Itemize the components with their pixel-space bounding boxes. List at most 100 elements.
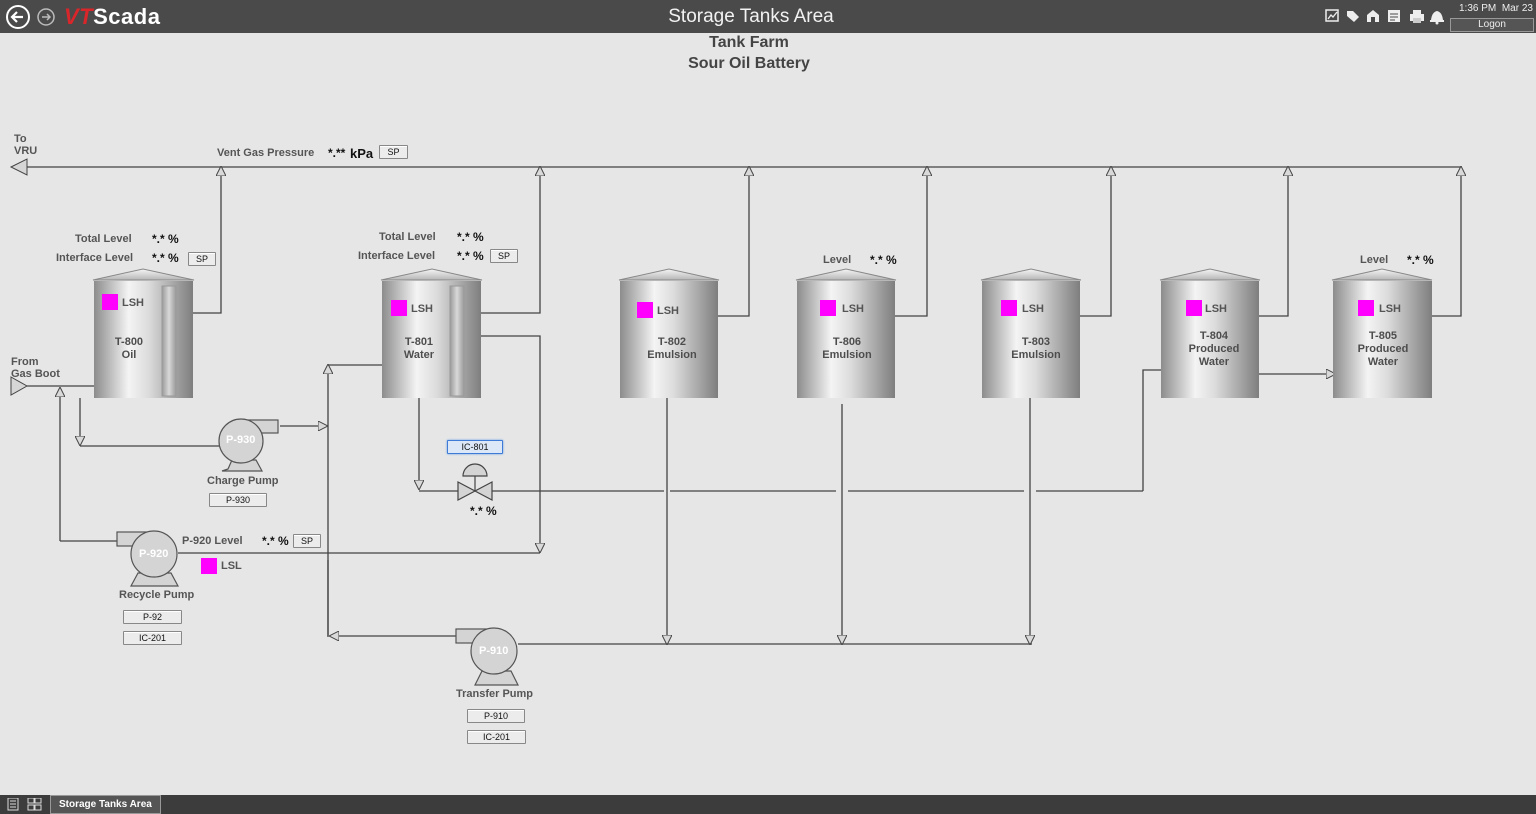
pipe-to-t804	[1142, 369, 1161, 491]
p910-tag: P-910	[479, 645, 509, 657]
t800-id: T-800	[114, 336, 144, 348]
pump-p910-icon[interactable]	[455, 627, 519, 686]
t801-sp-button[interactable]: SP	[490, 249, 518, 263]
taskbar	[0, 795, 1536, 814]
p910-ic-button[interactable]: IC-201	[467, 730, 526, 744]
t805-name-1: Produced	[1357, 343, 1409, 355]
alarm-bell-icon[interactable]	[1430, 11, 1444, 25]
t805-level-value: *.* %	[1407, 253, 1434, 267]
grid-view-icon[interactable]	[27, 798, 42, 811]
pump-p920-icon[interactable]	[116, 530, 180, 587]
p910-button[interactable]: P-910	[467, 709, 525, 723]
gas-boot-inlet-arrow-icon	[10, 376, 29, 396]
t801-id: T-801	[404, 336, 434, 348]
tag-icon[interactable]	[1347, 11, 1359, 22]
t803-lsh-alarm-indicator[interactable]	[1001, 300, 1017, 316]
title-bar	[0, 0, 1536, 33]
p920-lsl-alarm-indicator[interactable]	[201, 558, 217, 574]
t801-lsh-label: LSH	[411, 303, 433, 315]
t802-lsh-alarm-indicator[interactable]	[637, 302, 653, 318]
t806-lsh-alarm-indicator[interactable]	[820, 300, 836, 316]
report-icon[interactable]	[1388, 10, 1400, 22]
t804-lsh-alarm-indicator[interactable]	[1186, 300, 1202, 316]
t804-name-1: Produced	[1188, 343, 1240, 355]
forward-icon[interactable]	[37, 8, 55, 26]
clock-time: 1:36 PM	[1459, 3, 1497, 14]
t800-sp-button[interactable]: SP	[188, 252, 216, 266]
t805-lsh-label: LSH	[1379, 303, 1401, 315]
t800-interface-level-label: Interface Level	[56, 252, 134, 264]
list-view-icon[interactable]	[7, 798, 19, 811]
t801-name: Water	[403, 349, 435, 361]
vent-gas-sp-button[interactable]: SP	[379, 145, 408, 159]
page-title: Storage Tanks Area	[668, 6, 834, 27]
to-vru-line-1: To	[14, 133, 27, 145]
p920-sp-button[interactable]: SP	[293, 534, 321, 548]
tank-t802-shape[interactable]	[618, 268, 720, 398]
t800-lsh-label: LSH	[122, 297, 144, 309]
tank-t803-shape[interactable]	[980, 268, 1082, 398]
t805-lsh-alarm-indicator[interactable]	[1358, 300, 1374, 316]
t801-interface-level-value: *.* %	[457, 249, 484, 263]
p930-tag: P-930	[226, 434, 256, 446]
p920-name: Recycle Pump	[119, 589, 195, 601]
t805-level-label: Level	[1360, 254, 1389, 266]
t803-lsh-label: LSH	[1022, 303, 1044, 315]
from-gas-boot-line-1: From	[11, 356, 39, 368]
pipe-t801-vent	[481, 167, 540, 314]
t806-level-value: *.* %	[870, 253, 897, 267]
to-vru-line-2: VRU	[14, 145, 38, 157]
tank-t800-shape[interactable]	[92, 268, 195, 398]
tank-t801-shape[interactable]	[380, 268, 483, 398]
t806-name: Emulsion	[822, 349, 872, 361]
p920-ic-button[interactable]: IC-201	[123, 631, 182, 645]
pump-p930-icon[interactable]	[218, 418, 279, 472]
logo-part-1: VT	[64, 4, 94, 29]
ic801-button[interactable]: IC-801	[447, 440, 503, 454]
p920-button[interactable]: P-92	[123, 610, 182, 624]
tab-storage-tanks-area[interactable]: Storage Tanks Area	[50, 795, 161, 814]
tank-t804-shape[interactable]	[1159, 268, 1261, 398]
pipe-t806-vent	[894, 167, 927, 317]
t801-interface-level-label: Interface Level	[358, 250, 436, 262]
t806-level-label: Level	[823, 254, 852, 266]
process-diagram	[9, 158, 1536, 686]
logo-part-2: Scada	[93, 4, 161, 29]
vent-gas-pressure-value: *.**	[328, 146, 346, 160]
t800-name: Oil	[121, 349, 137, 361]
t804-id: T-804	[1199, 330, 1229, 342]
p920-tag: P-920	[139, 548, 169, 560]
trend-icon[interactable]	[1325, 9, 1339, 22]
header-line-2: Sour Oil Battery	[688, 55, 810, 72]
print-icon[interactable]	[1410, 10, 1424, 23]
control-valve-icon[interactable]	[457, 463, 493, 501]
p930-button[interactable]: P-930	[209, 493, 267, 507]
header-line-1: Tank Farm	[709, 34, 789, 51]
t802-name: Emulsion	[647, 349, 697, 361]
toolbar-icons	[1325, 9, 1444, 25]
vru-outlet-arrow-icon	[9, 158, 28, 176]
tank-t805-shape[interactable]	[1331, 268, 1433, 398]
from-gas-boot-line-2: Gas Boot	[11, 368, 60, 380]
site-icon[interactable]	[1367, 10, 1379, 22]
t805-name-2: Water	[1367, 356, 1399, 368]
pipes	[14, 167, 1462, 644]
back-icon[interactable]	[6, 5, 30, 29]
t800-interface-level-value: *.* %	[152, 251, 179, 265]
tank-t806-shape[interactable]	[795, 268, 897, 398]
logon-button[interactable]: Logon	[1450, 18, 1534, 32]
t800-total-level-value: *.* %	[152, 232, 179, 246]
pipe-t804-vent	[1259, 167, 1288, 317]
t800-lsh-alarm-indicator[interactable]	[102, 294, 118, 310]
t801-lsh-alarm-indicator[interactable]	[391, 300, 407, 316]
vent-gas-pressure-label: Vent Gas Pressure	[217, 147, 315, 159]
p920-lsl-label: LSL	[221, 560, 242, 572]
pipe-t803-vent	[1078, 167, 1111, 317]
nav-buttons	[6, 5, 55, 29]
t806-lsh-label: LSH	[842, 303, 864, 315]
